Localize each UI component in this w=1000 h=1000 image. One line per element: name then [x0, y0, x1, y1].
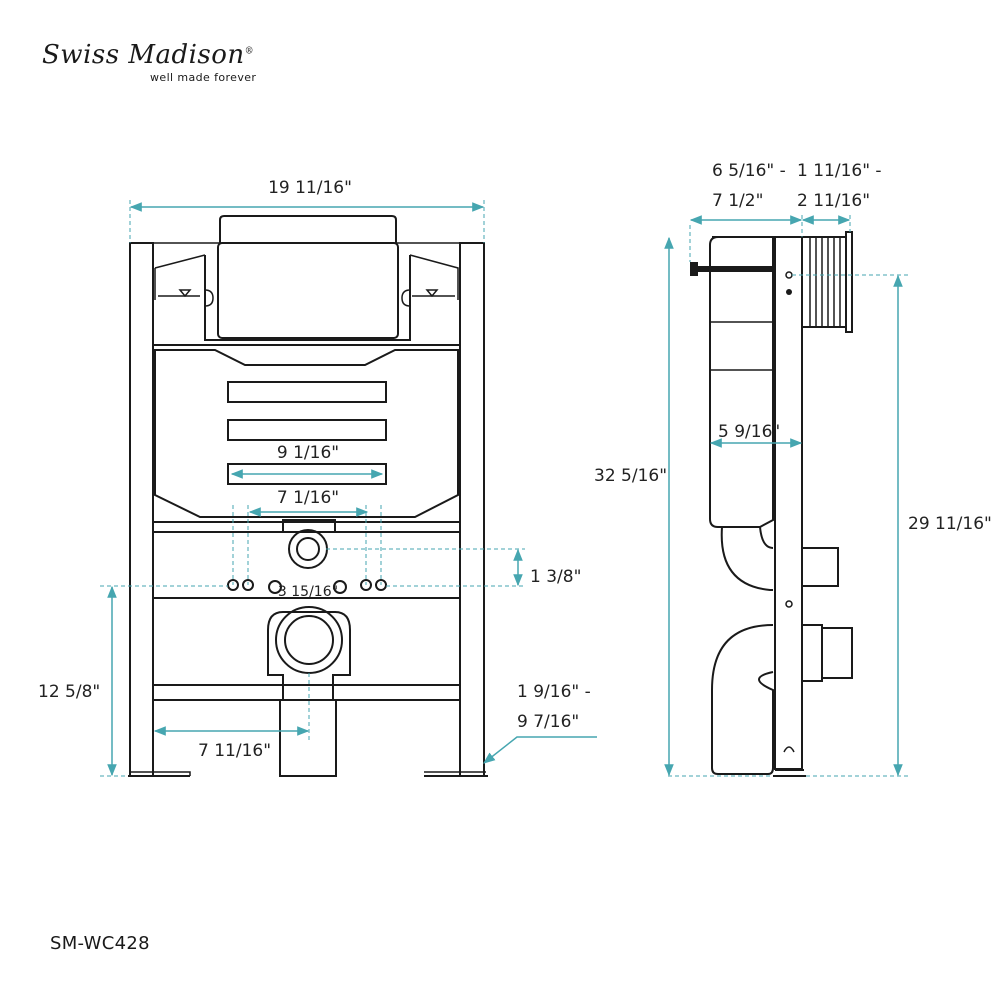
dim-overall-width: 19 11/16"	[268, 178, 352, 198]
dim-tank-depth: 5 9/16"	[718, 422, 780, 442]
dim-flush-plate-width: 9 1/16"	[277, 443, 339, 463]
right-leg	[459, 242, 485, 777]
side-view	[664, 215, 908, 777]
drain-bracket	[267, 611, 351, 701]
drain-outlet	[279, 699, 337, 777]
slot-middle	[227, 419, 387, 441]
dim-drain-height: 12 5/8"	[38, 682, 100, 702]
dim-depth-range-top: 6 5/16" -	[712, 161, 786, 181]
tank-window	[217, 242, 399, 339]
dim-overall-height: 32 5/16"	[594, 466, 667, 486]
bolt-hole	[333, 580, 347, 594]
flush-elbow	[720, 526, 774, 591]
brand-logo: Swiss Madison® well made forever	[42, 40, 292, 90]
tank-body	[154, 349, 459, 518]
tank-top	[219, 215, 397, 243]
side-frame	[774, 236, 803, 770]
dim-depth-range-bottom: 7 1/2"	[712, 191, 763, 211]
slot-top	[227, 381, 387, 403]
brand-name: Swiss Madison®	[42, 40, 255, 70]
dim-leg-adjust-top: 1 9/16" -	[517, 682, 591, 702]
slot-bottom	[227, 463, 387, 485]
drain-elbow	[711, 624, 774, 775]
side-tank	[709, 236, 774, 528]
dim-flush-plate-height: 29 11/16"	[908, 514, 992, 534]
dim-bolt-spacing-inner: 3 15/16"	[278, 584, 338, 600]
bolt-hole	[268, 580, 282, 594]
bolt-hole	[242, 579, 254, 591]
flush-connector	[288, 529, 328, 569]
dim-bolt-height-offset: 1 3/8"	[530, 567, 581, 587]
actuator-rod	[698, 266, 775, 272]
dim-cover-range-top: 1 11/16" -	[797, 161, 882, 181]
bolt-hole	[360, 579, 372, 591]
dim-bolt-spacing-outer: 7 1/16"	[277, 488, 339, 508]
dim-cover-range-bottom: 2 11/16"	[797, 191, 870, 211]
front-view	[100, 200, 597, 777]
bolt-hole	[227, 579, 239, 591]
model-number: SM-WC428	[50, 933, 150, 954]
left-leg	[129, 242, 154, 777]
bolt-hole	[375, 579, 387, 591]
brand-tagline: well made forever	[150, 71, 257, 84]
dim-leg-adjust-bottom: 9 7/16"	[517, 712, 579, 732]
dim-drain-offset: 7 11/16"	[198, 741, 271, 761]
